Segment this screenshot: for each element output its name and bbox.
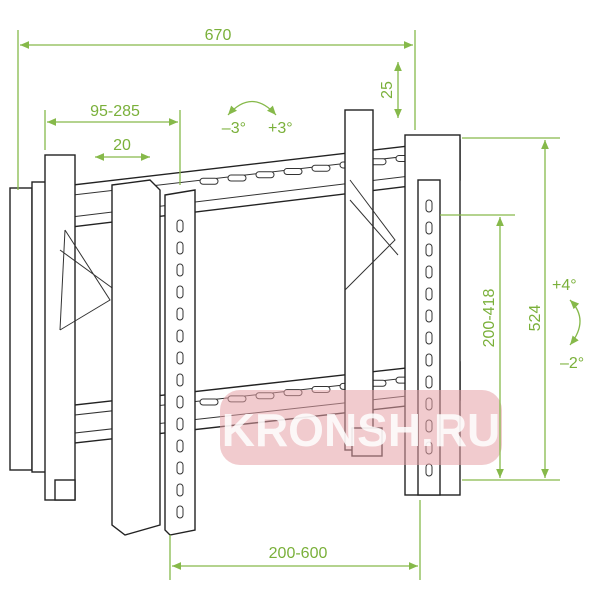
mounting-hole: [425, 287, 433, 301]
mounting-hole: [176, 417, 184, 431]
dim-lateral-shift: 20: [113, 137, 131, 154]
dim-height: 524: [527, 305, 544, 332]
dim-tilt-down: –2°: [560, 355, 584, 372]
mounting-hole: [425, 309, 433, 323]
mounting-hole: [425, 331, 433, 345]
mounting-hole: [425, 353, 433, 367]
mounting-hole: [425, 243, 433, 257]
mounting-hole: [176, 219, 184, 233]
dimension-lines: 670 95-285 20 25 –3° +3° 524 200-418 +4°…: [17, 27, 584, 580]
mounting-hole: [425, 265, 433, 279]
dim-horizontal-hole-spacing: 200-600: [269, 545, 328, 562]
rail-slot: [199, 177, 219, 185]
dim-depth: 25: [379, 81, 396, 99]
mounting-hole: [176, 461, 184, 475]
mounting-hole: [176, 241, 184, 255]
dim-total-width: 670: [205, 27, 232, 44]
mounting-hole: [425, 463, 433, 477]
rail-slot: [227, 174, 247, 182]
mounting-hole: [176, 285, 184, 299]
rail-slot: [283, 167, 303, 175]
mounting-hole: [425, 221, 433, 235]
mounting-hole: [176, 439, 184, 453]
rail-slot: [199, 398, 219, 406]
dim-vertical-hole-spacing: 200-418: [481, 289, 498, 348]
dim-tilt-left: –3°: [222, 120, 246, 137]
mount-bracket: [9, 109, 461, 536]
mounting-hole: [176, 307, 184, 321]
mounting-hole: [176, 373, 184, 387]
watermark-text: KRONSH.RU: [222, 404, 501, 456]
mounting-hole: [176, 505, 184, 519]
dim-arm-spacing: 95-285: [90, 103, 140, 120]
mounting-hole: [176, 483, 184, 497]
mounting-hole: [425, 375, 433, 389]
mounting-hole: [176, 395, 184, 409]
mounting-hole: [176, 263, 184, 277]
watermark: KRONSH.RU: [220, 390, 502, 465]
dim-tilt-up: +4°: [552, 277, 577, 294]
rail-slot: [255, 171, 275, 179]
dim-tilt-right: +3°: [268, 120, 293, 137]
mounting-hole: [176, 329, 184, 343]
mounting-hole: [425, 199, 433, 213]
mounting-hole: [176, 351, 184, 365]
rail-slot: [311, 164, 331, 172]
